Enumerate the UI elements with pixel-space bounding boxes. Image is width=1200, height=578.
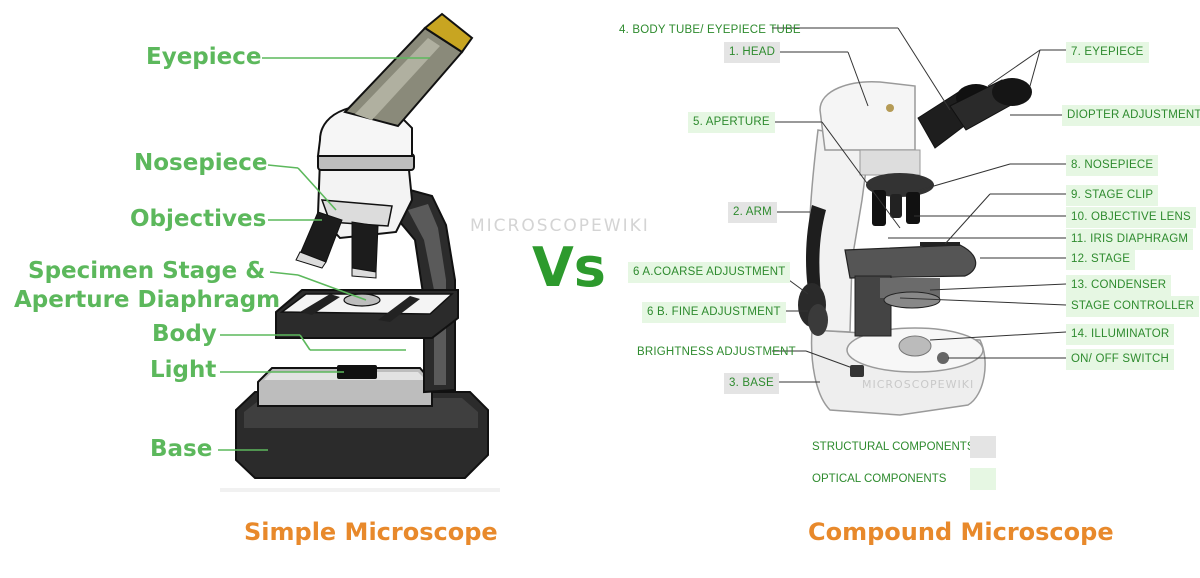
label-stage-clip: 9. STAGE CLIP: [1066, 185, 1158, 206]
simple-label-stage-line1: Specimen Stage &: [28, 258, 265, 284]
label-eyepiece: 7. EYEPIECE: [1066, 42, 1149, 63]
label-stage-controller: STAGE CONTROLLER: [1066, 296, 1199, 317]
label-diopter: DIOPTER ADJUSTMENT: [1062, 105, 1200, 126]
simple-label-light: Light: [150, 357, 216, 383]
legend-structural-swatch: [970, 436, 996, 458]
simple-label-eyepiece: Eyepiece: [146, 44, 261, 70]
label-illuminator: 14. ILLUMINATOR: [1066, 324, 1174, 345]
label-brightness: BRIGHTNESS ADJUSTMENT: [632, 342, 801, 363]
legend-optical-swatch: [970, 468, 996, 490]
label-onoff: ON/ OFF SWITCH: [1066, 349, 1174, 370]
label-body-tube: 4. BODY TUBE/ EYEPIECE TUBE: [614, 20, 806, 41]
legend-optical-text: OPTICAL COMPONENTS: [812, 473, 946, 485]
simple-label-nosepiece: Nosepiece: [134, 150, 268, 176]
simple-label-stage-line2: Aperture Diaphragm: [14, 287, 280, 313]
simple-label-base: Base: [150, 436, 212, 462]
label-base: 3. BASE: [724, 373, 779, 394]
label-head: 1. HEAD: [724, 42, 780, 63]
label-iris: 11. IRIS DIAPHRAGM: [1066, 229, 1193, 250]
label-stage: 12. STAGE: [1066, 249, 1135, 270]
base-logo: MICROSCOPEWIKI: [862, 378, 974, 391]
vs-heading: Vs: [532, 238, 606, 298]
label-arm: 2. ARM: [728, 202, 777, 223]
legend-structural-text: STRUCTURAL COMPONENTS: [812, 441, 975, 453]
simple-label-body: Body: [152, 321, 217, 347]
label-condenser: 13. CONDENSER: [1066, 275, 1171, 296]
simple-microscope-title: Simple Microscope: [244, 518, 498, 546]
label-aperture: 5. APERTURE: [688, 112, 775, 133]
label-fine: 6 B. FINE ADJUSTMENT: [642, 302, 786, 323]
compound-microscope-title: Compound Microscope: [808, 518, 1114, 546]
label-coarse: 6 A.COARSE ADJUSTMENT: [628, 262, 790, 283]
label-objective-lens: 10. OBJECTIVE LENS: [1066, 207, 1196, 228]
label-nosepiece: 8. NOSEPIECE: [1066, 155, 1158, 176]
simple-label-objectives: Objectives: [130, 206, 266, 232]
watermark-logo: MICROSCOPEWIKI: [470, 216, 650, 236]
